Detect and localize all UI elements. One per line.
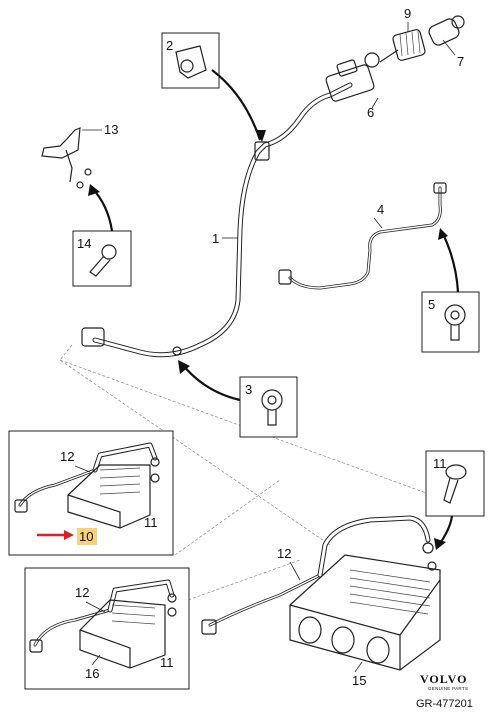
hose-1 [81, 82, 353, 358]
label-1: 1 [212, 231, 219, 246]
callout-box-14 [72, 230, 132, 287]
highlight-10 [77, 528, 97, 545]
valve-assembly-6 [325, 49, 399, 102]
label-11-lower: 11 [160, 655, 174, 670]
label-12-lower: 12 [75, 585, 89, 600]
callout-box-5 [421, 291, 480, 353]
label-15: 15 [352, 673, 366, 688]
red-arrow [37, 530, 74, 540]
connector-7 [428, 15, 465, 46]
label-16: 16 [85, 666, 99, 681]
label-13: 13 [104, 122, 118, 137]
canister-15 [201, 515, 441, 671]
hose-connector-left [81, 327, 105, 347]
callout-box-2 [161, 32, 220, 89]
label-10: 10 [79, 529, 93, 544]
brand-name: VOLVO [420, 672, 467, 686]
label-5: 5 [428, 297, 435, 312]
wire-harness-4 [278, 182, 447, 290]
part-number-labels: 1 2 3 4 5 6 7 9 10 11 11 11 12 12 12 13 … [60, 6, 464, 688]
label-12-upper: 12 [60, 449, 74, 464]
label-14: 14 [77, 236, 91, 251]
bracket-13 [41, 127, 92, 189]
brand-block: VOLVO GENUINE PARTS GR-477201 [416, 672, 473, 710]
label-6: 6 [367, 105, 374, 120]
label-11-callout: 11 [433, 456, 447, 471]
label-3: 3 [245, 382, 252, 397]
brand-sub: GENUINE PARTS [428, 686, 468, 691]
callout-box-11 [425, 450, 485, 517]
leader-lines [74, 22, 456, 673]
hose-clip-small [172, 346, 182, 356]
callout-box-3 [239, 376, 298, 438]
callout-arrows [88, 69, 460, 550]
label-2: 2 [166, 38, 173, 53]
label-9: 9 [404, 6, 411, 21]
label-4: 4 [377, 202, 384, 217]
label-12-main: 12 [277, 546, 291, 561]
inset-box-lower [24, 567, 190, 690]
reference-number: GR-477201 [416, 698, 473, 710]
label-11-upper: 11 [144, 515, 158, 530]
valve-9 [392, 29, 426, 61]
label-7: 7 [457, 54, 464, 69]
